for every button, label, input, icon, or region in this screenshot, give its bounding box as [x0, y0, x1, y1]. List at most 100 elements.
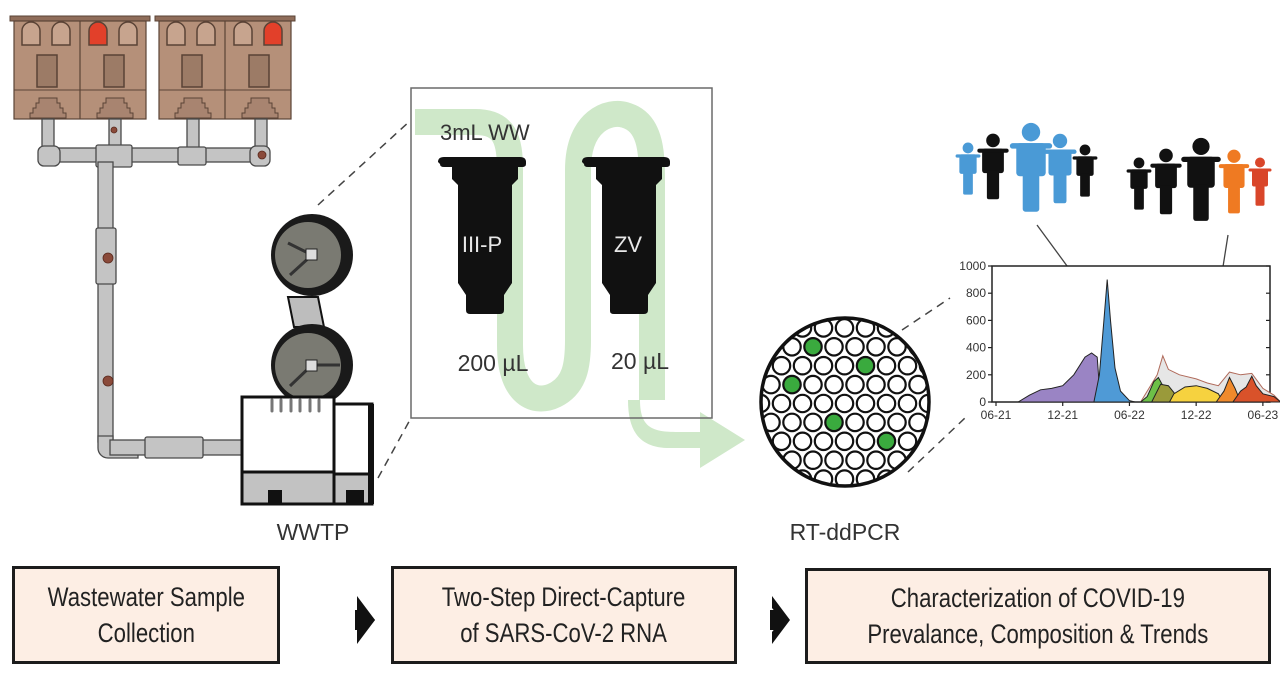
droplet: [762, 469, 771, 485]
y-tick-label: 600: [966, 313, 986, 327]
droplet: [845, 336, 865, 357]
droplet: [876, 355, 897, 376]
person-icon: [1072, 144, 1098, 197]
droplet: [741, 414, 758, 431]
building-row-icon: [9, 15, 296, 120]
ddpcr-label: RT-ddPCR: [790, 519, 901, 545]
droplet: [897, 393, 918, 414]
positive-droplet: [782, 374, 802, 395]
step-1-line-2: Collection: [97, 618, 195, 648]
chevron-arrow-icon: [770, 596, 790, 644]
droplet: [824, 336, 844, 357]
droplet: [941, 319, 958, 336]
input-volume-label: 3mL WW: [440, 120, 530, 145]
droplet: [803, 412, 823, 433]
droplet: [867, 300, 884, 317]
droplet: [792, 355, 813, 376]
building-block-left: [9, 15, 151, 120]
droplet: [888, 300, 905, 317]
droplet: [813, 355, 834, 376]
x-tick-label: 06-21: [981, 408, 1012, 422]
zoom-guide-line: [377, 417, 412, 479]
droplet: [930, 300, 947, 317]
capture-tube-icon: [582, 157, 670, 314]
callout-line: [1036, 224, 1071, 271]
y-tick-label: 800: [966, 286, 986, 300]
tube1-name: III-P: [462, 232, 502, 257]
wwtp-label: WWTP: [277, 519, 350, 545]
droplet: [897, 431, 918, 452]
step-3-line-1: Characterization of COVID-19: [890, 583, 1186, 613]
droplet: [866, 336, 886, 357]
person-icon: [1009, 122, 1053, 212]
positive-droplet: [803, 336, 823, 357]
droplet: [866, 450, 886, 470]
person-icon: [1248, 157, 1272, 206]
positive-droplet: [876, 431, 897, 452]
droplet: [876, 393, 897, 414]
tube2-name: ZV: [614, 232, 642, 257]
droplet: [846, 300, 863, 317]
droplet: [855, 393, 876, 414]
y-tick-label: 200: [966, 368, 986, 382]
droplet: [834, 393, 855, 414]
droplet: [741, 376, 758, 393]
droplet: [866, 412, 886, 433]
droplet: [897, 469, 918, 485]
droplet: [941, 357, 958, 374]
step-3-line-2: Prevalance, Composition & Trends: [867, 619, 1209, 649]
droplet: [771, 319, 792, 338]
droplet: [762, 319, 771, 338]
droplet: [741, 300, 758, 317]
droplet: [771, 355, 792, 376]
droplet: [941, 395, 958, 412]
droplet: [930, 452, 947, 469]
capture-panel-frame: [410, 87, 713, 419]
droplet: [930, 338, 947, 355]
droplet: [909, 300, 926, 317]
capture-tube-icon: [438, 157, 526, 314]
droplet: [918, 319, 928, 338]
droplet: [834, 319, 855, 338]
series-variant-red: [1232, 375, 1280, 403]
droplet: [834, 469, 855, 485]
step-1-line-1: Wastewater Sample: [47, 582, 245, 612]
droplet: [771, 431, 792, 452]
droplet: [803, 450, 823, 470]
y-tick-label: 1000: [959, 259, 986, 273]
droplet: [741, 338, 758, 355]
droplet: [845, 412, 865, 433]
droplet: [834, 355, 855, 376]
sewer-pipe-network: [37, 118, 271, 459]
droplet: [918, 469, 928, 485]
x-tick-label: 06-22: [1114, 408, 1145, 422]
droplet: [804, 300, 821, 317]
droplet: [783, 300, 800, 317]
droplet: [887, 412, 907, 433]
positive-droplet: [855, 355, 876, 376]
series-variant-blue: [1093, 279, 1136, 403]
autosampler-icon: [240, 214, 374, 506]
chevron-arrow-icon: [355, 596, 375, 644]
droplet: [741, 452, 758, 469]
droplet: [792, 393, 813, 414]
droplet: [782, 412, 802, 433]
droplet: [930, 414, 947, 431]
droplet: [897, 355, 918, 376]
droplet: [855, 431, 876, 452]
person-icon: [1150, 148, 1182, 215]
positive-droplet: [824, 412, 844, 433]
building-block-right: [154, 15, 296, 120]
zoom-guide-line: [317, 119, 412, 206]
person-icon: [955, 142, 981, 195]
droplet: [813, 393, 834, 414]
x-tick-label: 12-21: [1047, 408, 1078, 422]
virus-particle-icon: [102, 126, 267, 387]
droplet: [834, 431, 855, 452]
step-2-line-2: of SARS-CoV-2 RNA: [460, 618, 668, 648]
x-tick-label: 12-22: [1181, 408, 1212, 422]
droplet-array-icon: [741, 300, 958, 488]
zoom-guide-line: [901, 297, 951, 331]
